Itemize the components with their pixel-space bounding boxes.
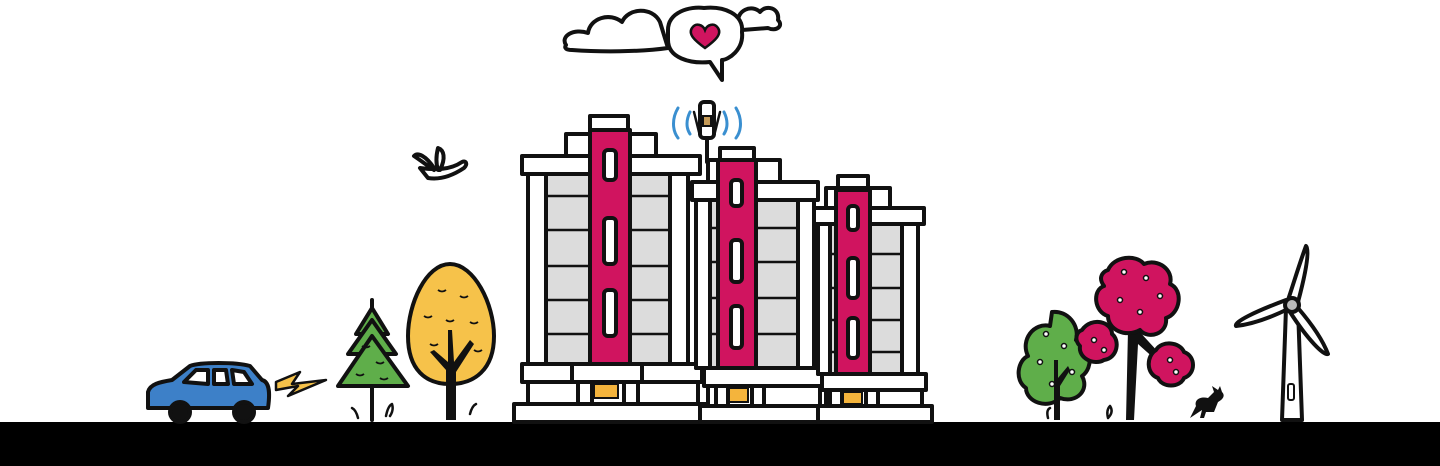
ground	[0, 422, 1440, 466]
building-left	[512, 114, 712, 424]
pine-tree-icon	[336, 298, 410, 422]
wind-turbine-icon	[1234, 244, 1330, 422]
speech-bubble-icon	[666, 5, 745, 82]
lightning-icon	[274, 370, 328, 398]
cloud-icon	[562, 5, 783, 54]
tree-icon	[406, 262, 496, 420]
rabbit-icon	[1190, 386, 1224, 418]
building-right	[812, 174, 934, 424]
tree-icon	[1046, 255, 1195, 420]
antenna-icon	[672, 100, 742, 164]
car-icon	[146, 361, 272, 424]
building-middle	[690, 146, 830, 424]
heart-icon	[689, 23, 721, 50]
bird-icon	[412, 146, 469, 181]
tree-icon	[1016, 309, 1092, 420]
